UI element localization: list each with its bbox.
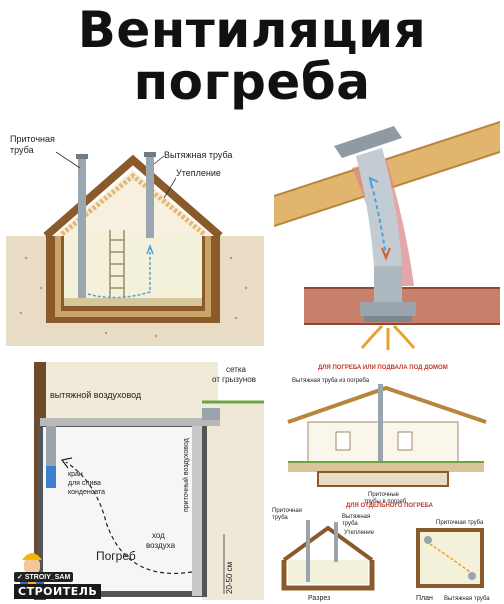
label-exhaust-pipe-2: труба <box>342 521 358 527</box>
label-exhaust-pipe: Вытяжная <box>342 514 370 520</box>
label-supply-pipe: Приточная <box>272 508 302 514</box>
diagram-pipe-through-roof <box>274 116 500 352</box>
label-supply-pipe-2: труба <box>272 515 288 521</box>
label-supply-pipe-plan: Приточная труба <box>436 520 484 526</box>
watermark-handle: ✓ STROIY_SAM <box>14 572 74 582</box>
label-exhaust-pipe-plan: Вытяжная труба <box>444 596 490 602</box>
label-insulation: Утепление <box>344 530 375 536</box>
label-plan: План <box>416 595 433 602</box>
diagram-cellar-section: Приточная труба Вытяжная труба Утепление <box>6 118 264 346</box>
page-title: Вентиляция <box>77 1 427 59</box>
label-rodent-mesh-2: от грызунов <box>212 375 256 384</box>
label-air-flow-1: ход <box>152 531 165 540</box>
label-exhaust-from-cellar: Вытяжная труба из погреба <box>292 378 370 384</box>
header-separate: ДЛЯ ОТДЕЛЬНОГО ПОГРЕБА <box>346 503 434 509</box>
header-house: ДЛЯ ПОГРЕБА ИЛИ ПОДВАЛА ПОД ДОМОМ <box>318 365 448 371</box>
diagram-cellar-ducts: вытяжной воздуховод сетка от грызунов пр… <box>6 362 264 600</box>
label-supply-pipes-2: трубы в погреб <box>364 499 407 505</box>
label-supply-pipes-1: Приточные <box>368 492 400 498</box>
label-height: 20-50 см <box>225 562 234 594</box>
label-air-flow-2: воздуха <box>146 541 176 550</box>
label-exhaust-duct: вытяжной воздуховод <box>50 390 142 400</box>
watermark: ✓ STROIY_SAM СТРОИТЕЛЬ <box>14 572 124 600</box>
label-rodent-mesh-1: сетка <box>226 365 247 374</box>
label-drain-tap-3: конденсата <box>68 489 105 496</box>
page-subtitle: погреба <box>133 53 371 111</box>
label-supply-pipe-1: Приточная <box>10 134 55 144</box>
label-supply-pipe-2: труба <box>10 145 34 155</box>
label-cellar: Погреб <box>96 549 136 563</box>
diagram-house-and-separate-cellar: ДЛЯ ПОГРЕБА ИЛИ ПОДВАЛА ПОД ДОМОМ Вытяжн… <box>268 360 504 604</box>
label-supply-duct: приточный воздуховод <box>182 438 190 512</box>
label-insulation: Утепление <box>176 168 221 178</box>
vk-icon: ✓ <box>17 574 25 581</box>
label-drain-tap-1: кран <box>68 471 83 478</box>
label-section: Разрез <box>308 595 330 602</box>
label-exhaust-pipe: Вытяжная труба <box>164 150 232 160</box>
label-drain-tap-2: для слива <box>68 480 101 487</box>
watermark-brand: СТРОИТЕЛЬ <box>14 584 102 599</box>
